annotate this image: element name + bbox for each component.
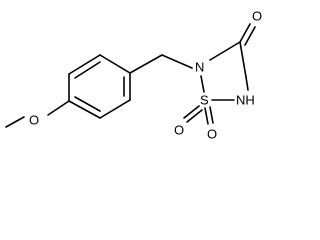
bond-so-left-1 [183, 105, 200, 119]
canvas-background [0, 0, 280, 150]
atom-o-sulfonyl-right: O [207, 127, 217, 142]
bond-so-right-1 [204, 107, 209, 125]
atom-o-carbonyl: O [252, 9, 262, 24]
bond-ring-inner-3 [74, 96, 101, 112]
bond-o-ring [47, 100, 70, 116]
bond-carbonyl-c-ch2 [239, 41, 247, 78]
bond-ring-2 [68, 54, 101, 75]
bond-carbonyl-1 [239, 23, 251, 43]
structural-formula: O N S NH O O O [0, 0, 280, 150]
bond-ring-ch2 [129, 54, 163, 74]
atom-s-ring: S [200, 93, 209, 108]
bond-ring-5 [99, 99, 131, 119]
bonds [5, 23, 256, 128]
bond-so-right-2 [209, 106, 214, 124]
atom-labels: O N S NH O O O [29, 9, 262, 142]
bond-ring-inner-1 [74, 61, 101, 79]
bond-s-n [200, 75, 205, 93]
bond-carbonyl-2 [244, 26, 256, 46]
bond-n-carbonyl-c [209, 41, 241, 61]
bond-ch2-nh [245, 76, 249, 91]
bond-ring-3 [99, 54, 131, 74]
atom-nh-ring: NH [236, 93, 255, 108]
bond-so-left-2 [186, 109, 203, 123]
atom-o-sulfonyl-left: O [174, 123, 184, 138]
bond-methyl-o [5, 116, 25, 128]
bond-ch2-n [161, 54, 193, 69]
atom-n-ring: N [195, 60, 204, 75]
bond-ring-6 [68, 100, 101, 119]
atom-o-methoxy: O [29, 113, 39, 128]
